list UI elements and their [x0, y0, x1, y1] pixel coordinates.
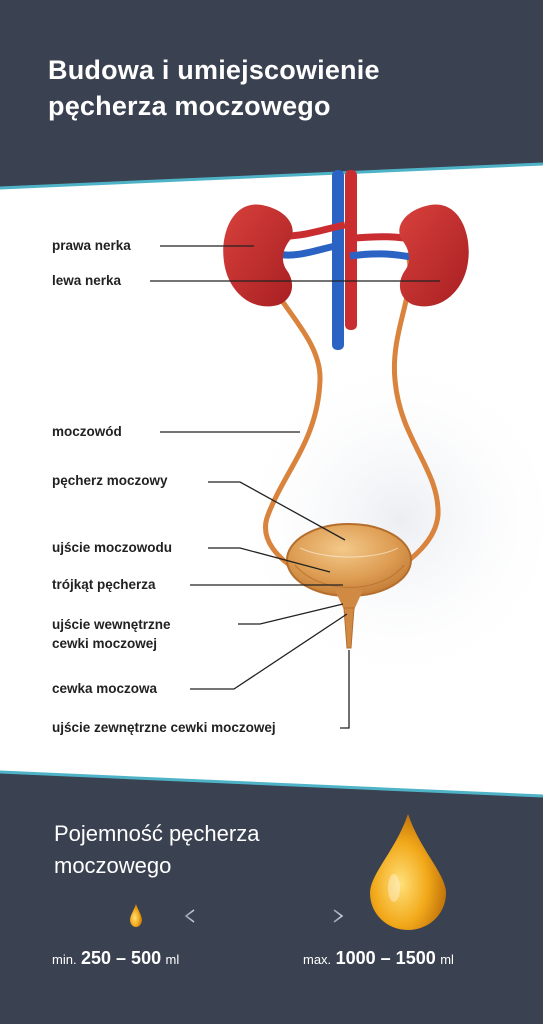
large-drop-highlight [388, 874, 400, 902]
capacity-max-unit: ml [440, 952, 454, 967]
label-ureter: moczowód [52, 424, 122, 439]
large-drop-icon [370, 814, 446, 930]
label-internal-urethral-orifice-line-1: ujście wewnętrzne [52, 617, 171, 632]
page-title-line-2: pęcherza moczowego [48, 91, 331, 121]
label-external-urethral-orifice: ujście zewnętrzne cewki moczowej [52, 720, 276, 735]
label-bladder-trigone: trójkąt pęcherza [52, 577, 156, 592]
capacity-min: min. 250 – 500 ml [52, 948, 179, 969]
label-internal-urethral-orifice: ujście wewnętrzne cewki moczowej [52, 615, 171, 653]
bottom-accent-line [0, 770, 543, 798]
capacity-min-unit: ml [165, 952, 180, 967]
capacity-min-prefix: min. [52, 952, 77, 967]
label-internal-urethral-orifice-line-2: cewki moczowej [52, 636, 158, 651]
label-urethra: cewka moczowa [52, 681, 158, 696]
label-right-kidney: prawa nerka [52, 238, 131, 253]
small-drop-icon [130, 904, 142, 927]
label-left-kidney: lewa nerka [52, 273, 122, 288]
capacity-arrow [184, 909, 344, 923]
capacity-title-line-1: Pojemność pęcherza [54, 821, 260, 846]
page-title: Budowa i umiejscowienie pęcherza moczowe… [48, 52, 518, 124]
capacity-min-value: 250 – 500 [81, 948, 162, 968]
label-bladder: pęcherz moczowy [52, 473, 168, 488]
capacity-max: max. 1000 – 1500 ml [303, 948, 454, 969]
capacity-max-value: 1000 – 1500 [335, 948, 436, 968]
leader-lines [150, 245, 440, 729]
bladder-illustration [286, 523, 412, 649]
page-title-line-1: Budowa i umiejscowienie [48, 55, 380, 85]
capacity-max-prefix: max. [303, 952, 332, 967]
ureters [263, 252, 441, 575]
page-header: Budowa i umiejscowienie pęcherza moczowe… [0, 0, 543, 190]
capacity-title-line-2: moczowego [54, 853, 172, 878]
top-accent-line [0, 162, 543, 190]
label-ureteral-orifice: ujście moczowodu [52, 540, 173, 555]
capacity-title: Pojemność pęcherza moczowego [54, 818, 354, 882]
